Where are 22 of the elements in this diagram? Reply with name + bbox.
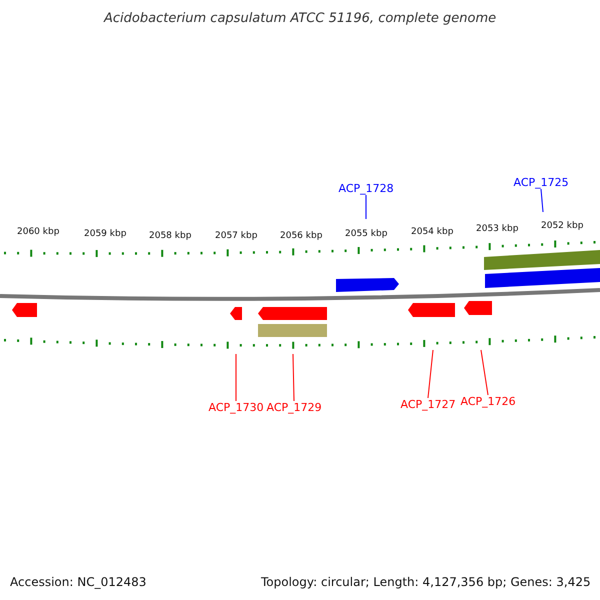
footer-text: Topology: circular; Length: 4,127,356 bp; Genes: 3,425 [261,576,591,588]
leader-line [428,350,434,398]
footer-text: Accession: NC_012483 [10,576,146,588]
scale-label: 2054 kbp [411,228,454,236]
gene-label: ACP_1729 [266,402,322,412]
scale-label: 2058 kbp [149,232,192,240]
leader-line [292,354,294,402]
gene-label: ACP_1727 [400,398,456,410]
scale-label: 2057 kbp [215,232,258,240]
scale-label: 2052 kbp [541,222,584,230]
scale-label: 2055 kbp [345,230,388,238]
leader-line [540,188,544,212]
leader-line [480,350,488,396]
gene-label: ACP_1725 [514,176,569,188]
title: Acidobacterium capsulatum ATCC 51196, complete genome [104,12,496,24]
scale-label: 2053 kbp [476,224,518,234]
gene-label: ACP_1728 [338,182,394,194]
scale-label: 2059 kbp [84,230,126,238]
scale-label: 2056 kbp [280,232,322,240]
gene-label: ACP_1730 [208,402,264,412]
gene-label: ACP_1726 [460,396,516,406]
scale-label: 2060 kbp [17,228,60,236]
